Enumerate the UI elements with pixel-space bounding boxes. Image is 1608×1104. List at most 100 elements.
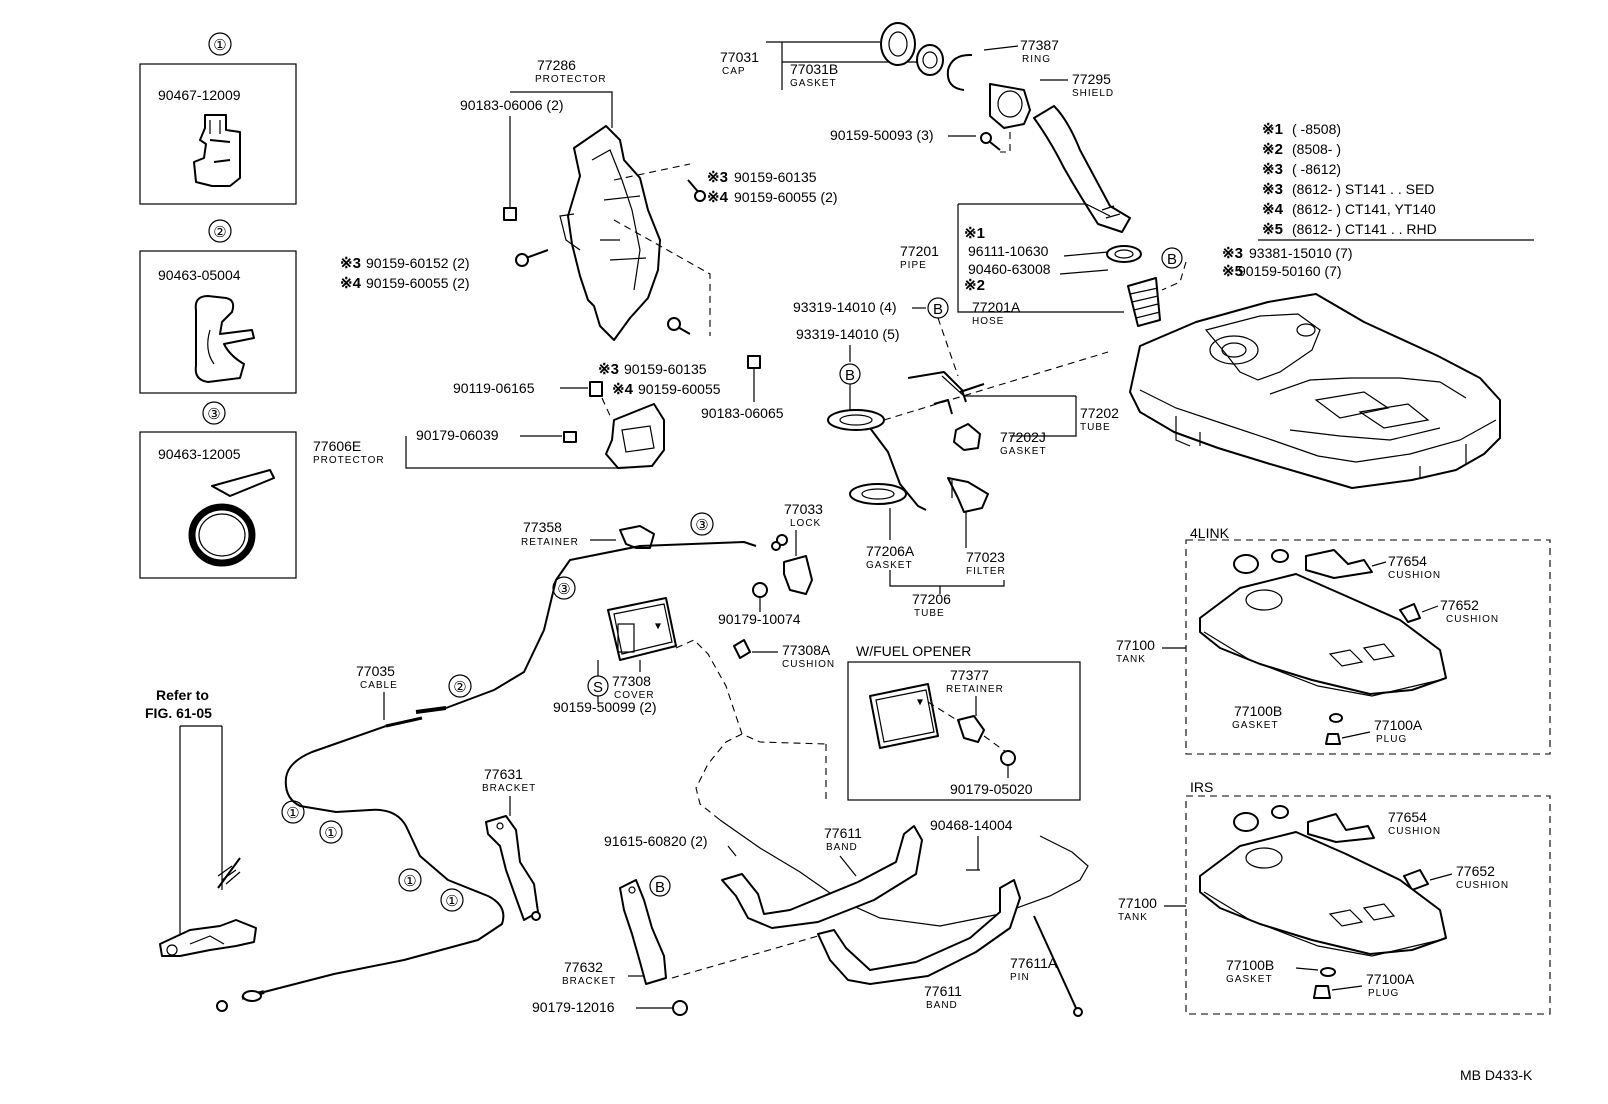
- note-4a: ※4: [707, 189, 729, 206]
- label-cap: CAP: [722, 66, 746, 77]
- label-tube-b: TUBE: [914, 608, 945, 619]
- label-irs: IRS: [1190, 779, 1213, 795]
- note-4b: ※4: [340, 275, 362, 292]
- label-band-a: BAND: [826, 842, 858, 853]
- label-90159-60055a: 90159-60055 (2): [734, 189, 838, 205]
- fuel-opener-box: W/FUEL OPENER 77377 RETAINER 90179-05020: [847, 643, 1081, 801]
- label-plug-a: PLUG: [1376, 734, 1407, 745]
- label-77631: 77631: [484, 766, 523, 782]
- label-90159-60055c: 90159-60055: [638, 381, 721, 397]
- note-3b: ※3: [340, 255, 361, 272]
- label-90159-50093: 90159-50093 (3): [830, 127, 934, 143]
- note-1a: ※1: [964, 225, 985, 242]
- label-gasket-c: GASKET: [866, 560, 913, 571]
- label-pipe: PIPE: [900, 260, 927, 271]
- label-cushion-b: CUSHION: [1388, 570, 1441, 581]
- note-3a: ※3: [707, 169, 728, 186]
- label-90179-05020: 90179-05020: [950, 781, 1033, 797]
- opener-lever: Refer to FIG. 61-05: [145, 687, 257, 957]
- label-77286: 77286: [537, 57, 576, 73]
- label-77206: 77206: [912, 591, 951, 607]
- label-retainer-b: RETAINER: [946, 684, 1004, 695]
- label-90179-12016: 90179-12016: [532, 999, 615, 1015]
- label-91615-60820: 91615-60820 (2): [604, 833, 708, 849]
- label-band-b: BAND: [926, 1000, 958, 1011]
- callout-1e: ①: [445, 893, 458, 910]
- label-fig-ref: FIG. 61-05: [145, 705, 212, 721]
- legend-range-5: (8612- ) CT141, YT140: [1292, 201, 1436, 217]
- label-cable: CABLE: [360, 680, 398, 691]
- callout-1d: ①: [403, 873, 416, 890]
- label-77100a-a: 77100A: [1374, 717, 1423, 733]
- note-3c: ※3: [598, 361, 619, 378]
- label-96111-10630: 96111-10630: [968, 243, 1049, 259]
- label-77652a: 77652: [1440, 597, 1479, 613]
- label-filter: FILTER: [966, 566, 1006, 577]
- label-93319-14010-4: 93319-14010 (4): [793, 299, 897, 315]
- label-77611b: 77611: [924, 983, 962, 999]
- legend-note-5: ※5: [1262, 221, 1283, 238]
- callout-1: ①: [213, 37, 226, 54]
- label-90119-06165: 90119-06165: [453, 380, 535, 396]
- legend-note-3: ※3: [1262, 161, 1283, 178]
- callout-3c: ③: [557, 581, 570, 598]
- label-hose: HOSE: [972, 316, 1004, 327]
- label-77201: 77201: [900, 243, 939, 259]
- label-77652b: 77652: [1456, 863, 1495, 879]
- callout-b3: B: [845, 367, 855, 384]
- label-77202j: 77202J: [1000, 429, 1046, 445]
- label-90159-50099: 90159-50099 (2): [553, 699, 657, 715]
- variant-4link: 4LINK 77654 CUSHION 77652 CUSHION 77100 …: [1116, 525, 1551, 755]
- label-77100b: 77100: [1118, 895, 1157, 911]
- label-77035: 77035: [356, 663, 395, 679]
- diagram-reference-code: MB D433-K: [1460, 1067, 1533, 1083]
- label-77031b: 77031B: [790, 61, 838, 77]
- label-pin: PIN: [1010, 972, 1030, 983]
- label-90159-60152: 90159-60152 (2): [366, 255, 470, 271]
- screws-upper: ※3 90159-60135 ※4 90159-60055 (2) ※3 901…: [340, 169, 838, 421]
- label-lock: LOCK: [790, 518, 821, 529]
- label-77031: 77031: [720, 49, 759, 65]
- label-90159-60135a: 90159-60135: [734, 169, 817, 185]
- label-ring: RING: [1022, 54, 1051, 65]
- note-4c: ※4: [612, 381, 634, 398]
- note-5a: ※5: [1222, 263, 1243, 280]
- legend-note-2: ※2: [1262, 141, 1283, 158]
- label-77358: 77358: [523, 519, 562, 535]
- callout-s: S: [593, 679, 603, 696]
- callout-1b: ①: [286, 805, 299, 822]
- body-outline-dashed: [675, 639, 1089, 927]
- label-90183-06065: 90183-06065: [701, 405, 784, 421]
- clip-2-part: 90463-05004: [158, 267, 241, 283]
- legend-range-3: ( -8612): [1292, 161, 1341, 177]
- legend-note-1: ※1: [1262, 121, 1283, 138]
- label-77100a-b: 77100A: [1366, 971, 1415, 987]
- callout-b1: B: [1167, 251, 1177, 268]
- label-90460-63008: 90460-63008: [968, 261, 1051, 277]
- legend-note-4: ※4: [1262, 201, 1284, 218]
- label-77295: 77295: [1072, 71, 1111, 87]
- label-tank-a: TANK: [1116, 654, 1146, 665]
- label-77100b-b: 77100B: [1226, 957, 1274, 973]
- protector-77606e: 90179-06039 77606E PROTECTOR: [313, 397, 665, 469]
- label-tube-a: TUBE: [1080, 422, 1111, 433]
- label-77100b-a: 77100B: [1234, 703, 1282, 719]
- callout-2b: ②: [453, 679, 466, 696]
- clip-box-1: ① 90467-12009: [139, 32, 297, 205]
- label-77611a-pin: 77611A: [1010, 955, 1058, 971]
- protector-77286: 77286 PROTECTOR 90183-06006 (2): [460, 57, 711, 341]
- label-77202: 77202: [1080, 405, 1119, 421]
- label-bracket-b: BRACKET: [562, 976, 616, 987]
- label-77387: 77387: [1020, 37, 1059, 53]
- label-93381-15010: 93381-15010 (7): [1249, 245, 1353, 261]
- label-gasket-a: GASKET: [790, 78, 837, 89]
- sender-tube-group: 93319-14010 (4) B 93319-14010 (5) B 7720…: [793, 297, 1119, 619]
- label-77023: 77023: [966, 549, 1005, 565]
- bands-77611: 77611 BAND 90468-14004 77611 BAND 77611A…: [721, 817, 1083, 1017]
- label-cushion-a: CUSHION: [782, 659, 835, 670]
- note-2a: ※2: [964, 277, 985, 294]
- label-gasket-b: GASKET: [1000, 446, 1047, 457]
- cable-group: ③ ② 77035 CABLE ① ① ① ①: [216, 541, 781, 1012]
- main-fuel-tank: [1129, 293, 1501, 489]
- clip-box-3: ③ 90463-12005: [139, 401, 297, 579]
